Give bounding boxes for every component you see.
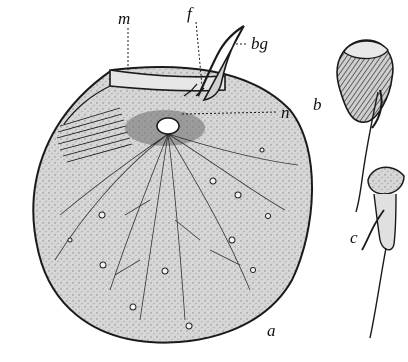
label-m: m — [118, 9, 130, 28]
label-bg: bg — [251, 34, 268, 53]
c-cap — [368, 167, 404, 194]
c-tail — [370, 248, 386, 338]
label-a: a — [267, 321, 276, 340]
cell-a — [33, 26, 312, 343]
label-n: n — [281, 103, 290, 122]
cell-body — [33, 67, 312, 343]
label-f: f — [187, 4, 194, 23]
label-b: b — [313, 95, 322, 114]
organism-c — [362, 167, 404, 338]
label-c: c — [350, 228, 358, 247]
nucleus — [157, 118, 179, 134]
